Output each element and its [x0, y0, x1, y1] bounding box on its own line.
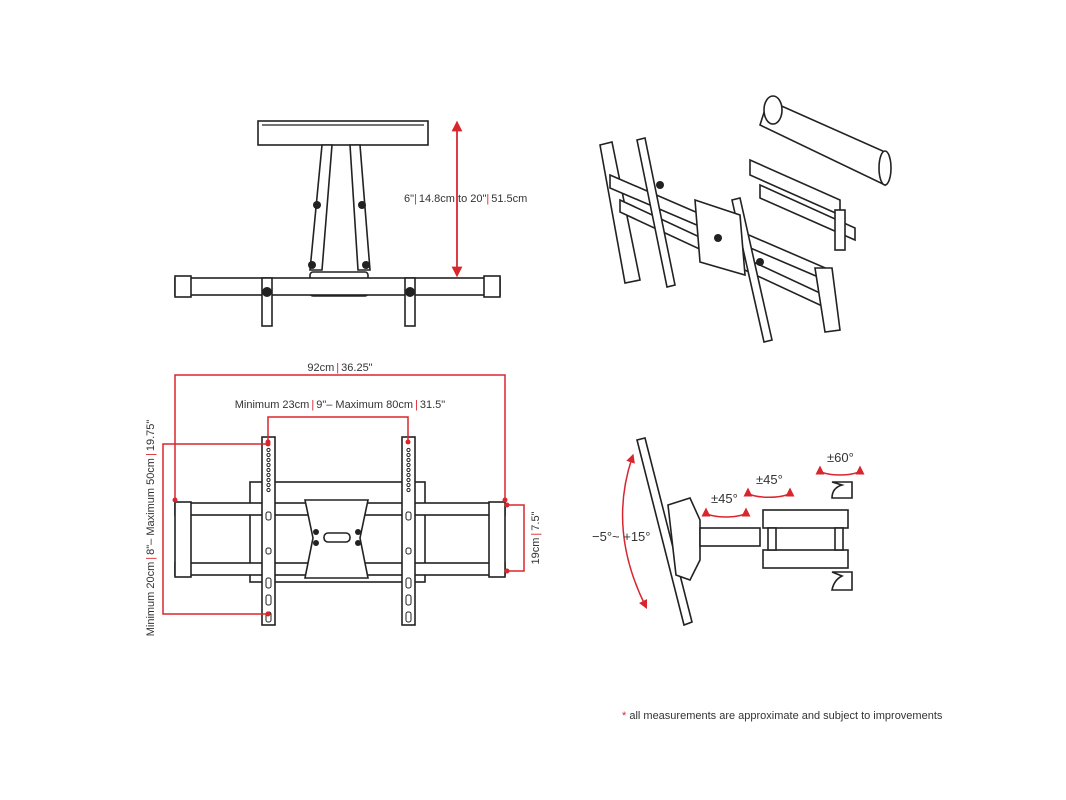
mounting-hole — [406, 447, 411, 453]
swivel-angle-label-1: ±45° — [711, 491, 738, 506]
horizontal-rail — [174, 277, 501, 296]
swivel-arrow-1 — [701, 507, 751, 518]
swivel-angle-label-3: ±60° — [827, 450, 854, 465]
horizontal-vesa-label: Minimum 23cm|9"– Maximum 80cm|31.5" — [235, 399, 446, 411]
mounting-slot — [265, 511, 272, 521]
tilt-arrow — [621, 453, 648, 610]
mounting-hole — [406, 482, 411, 488]
swivel-arrow-2 — [743, 487, 795, 498]
mounting-slot — [405, 577, 412, 589]
arm-2-top — [762, 509, 849, 529]
plate-height-line — [507, 504, 525, 572]
arm-2-bottom — [762, 549, 849, 569]
vertical-bracket-right — [401, 436, 416, 626]
rail-end-left — [174, 275, 192, 298]
mounting-hole — [406, 487, 411, 493]
mounting-hole — [406, 477, 411, 483]
vertical-vesa-label: Minimum 20cm|8"– Maximum 50cm|19.75" — [145, 420, 157, 637]
mounting-hole — [406, 457, 411, 463]
arm-left — [309, 144, 333, 271]
mounting-slot — [405, 511, 412, 521]
wall-pivot-top — [831, 481, 853, 499]
bracket-left — [261, 277, 273, 327]
mounting-hole — [266, 477, 271, 483]
wall-pivot-bottom — [831, 571, 853, 591]
arm-1 — [699, 527, 761, 547]
isometric-view — [599, 95, 892, 343]
footnote-text: all measurements are approximate and sub… — [629, 710, 943, 722]
mounting-hole — [406, 467, 411, 473]
vertical-vesa-line — [162, 443, 268, 615]
mounting-hole — [266, 462, 271, 468]
width-dimension-line — [174, 374, 506, 500]
front-end-right — [488, 501, 506, 578]
horizontal-vesa-line — [267, 416, 409, 442]
mounting-hole — [266, 472, 271, 478]
mounting-slot — [405, 547, 412, 555]
mounting-hole — [406, 472, 411, 478]
mounting-hole — [266, 487, 271, 493]
width-dimension-label: 92cm|36.25" — [307, 362, 372, 374]
mounting-hole — [266, 452, 271, 458]
mounting-slot — [405, 611, 412, 623]
rotation-view: −5°~ +15° ±45° ±45° ±60° — [592, 437, 865, 627]
mounting-hole — [266, 467, 271, 473]
rail-end-right — [483, 275, 501, 298]
vertical-bracket-left — [261, 436, 276, 626]
front-end-left — [174, 501, 192, 578]
front-view: 92cm|36.25" Minimum 23cm|9"– Maximum 80c… — [145, 362, 542, 636]
mounting-hole — [406, 452, 411, 458]
tilted-tv-panel — [636, 437, 693, 627]
mounting-hole — [266, 457, 271, 463]
bracket-right — [404, 277, 416, 327]
side-view: 6"|14.8cm to 20"|51.5cm — [174, 120, 527, 327]
footnote: * all measurements are approximate and s… — [622, 710, 942, 722]
iso-vertical-bracket-left — [636, 137, 676, 288]
mounting-slot — [265, 594, 272, 606]
height-dimension-label: 6"|14.8cm to 20"|51.5cm — [404, 193, 527, 205]
footnote-asterisk: * — [622, 710, 627, 722]
mounting-hole — [266, 482, 271, 488]
tilt-head — [667, 497, 701, 581]
iso-rail-right-end — [814, 267, 841, 333]
plate-height-label: 19cm|7.5" — [530, 511, 542, 564]
mounting-slot — [265, 577, 272, 589]
mounting-slot — [265, 547, 272, 555]
mounting-hole — [406, 462, 411, 468]
mounting-slot — [405, 594, 412, 606]
swivel-angle-label-2: ±45° — [756, 472, 783, 487]
mounting-hole — [266, 447, 271, 453]
swivel-arrow-3 — [815, 465, 865, 476]
tilt-angle-label: −5°~ +15° — [592, 529, 650, 544]
